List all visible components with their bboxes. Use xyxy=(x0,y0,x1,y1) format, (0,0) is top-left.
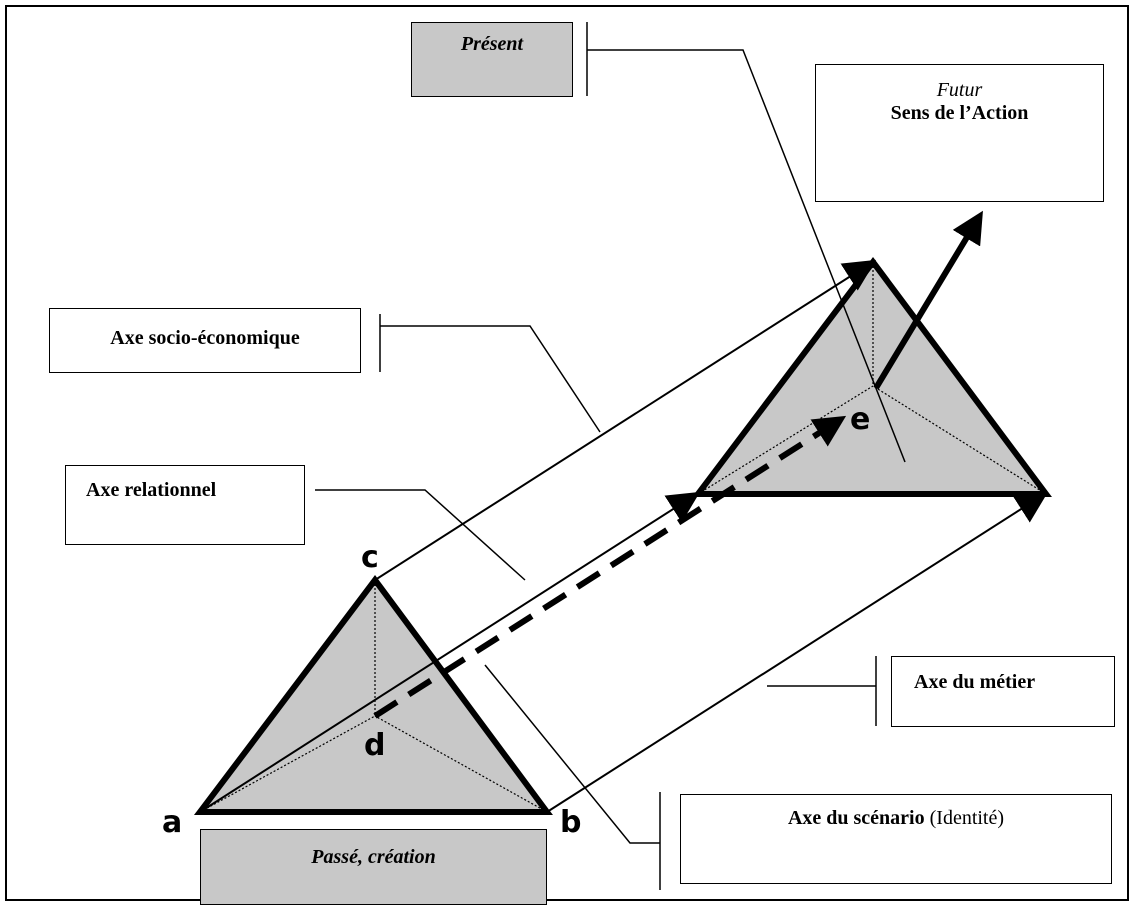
axis-edge-c xyxy=(374,259,877,581)
present-box: Présent xyxy=(411,22,573,97)
axe-metier-box: Axe du métier xyxy=(891,656,1115,727)
callout-leaders xyxy=(315,22,906,890)
axis-edge-a xyxy=(199,491,701,813)
point-c-label: c xyxy=(361,540,379,575)
axe-socio-box: Axe socio-économique xyxy=(49,308,361,373)
present-label: Présent xyxy=(460,33,524,55)
passe-label: Passé, création xyxy=(311,846,436,868)
axe-metier-label: Axe du métier xyxy=(914,671,1036,693)
past-triangle-outline xyxy=(193,574,553,815)
axis-edge-b xyxy=(546,491,1049,813)
outer-frame xyxy=(5,5,1129,901)
scenario-axis-dashed xyxy=(373,415,847,719)
axe-relationnel-label: Axe relationnel xyxy=(86,479,217,501)
passe-box: Passé, création xyxy=(200,829,547,905)
futur-box: Futur Sens de l’Action xyxy=(815,64,1104,202)
futur-label: Futur xyxy=(936,79,983,101)
future-triangle-outline xyxy=(691,256,1052,497)
axe-relationnel-box: Axe relationnel xyxy=(65,465,305,545)
axe-socio-label: Axe socio-économique xyxy=(110,327,300,349)
axe-scenario-suffix: (Identité) xyxy=(924,807,1005,829)
axe-scenario-label: Axe du scénario xyxy=(787,807,925,829)
axe-scenario-text: Axe du scénario (Identité) xyxy=(681,807,1111,830)
point-e-label: e xyxy=(850,402,871,437)
past-triangle-dotted xyxy=(199,580,548,813)
past-triangle-fill xyxy=(200,580,547,812)
point-d-label: d xyxy=(364,728,386,763)
sens-action-label: Sens de l’Action xyxy=(890,102,1029,124)
action-arrow xyxy=(873,210,983,390)
point-b-label: b xyxy=(560,805,582,840)
axe-scenario-box: Axe du scénario (Identité) xyxy=(680,794,1112,884)
point-a-label: a xyxy=(162,805,183,840)
